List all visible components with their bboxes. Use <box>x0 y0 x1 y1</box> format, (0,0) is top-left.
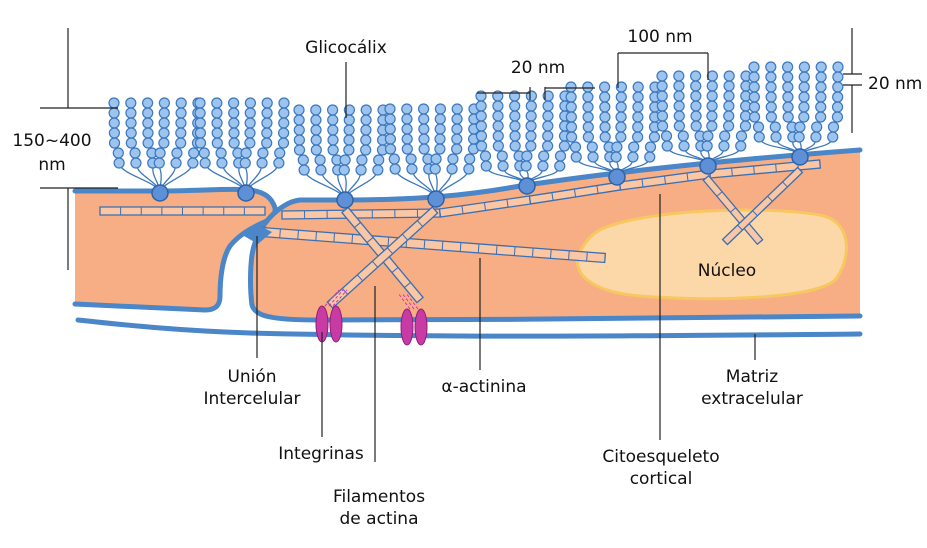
actin-label-1: Filamentos <box>333 487 425 507</box>
glycan-tree <box>475 90 571 195</box>
glycan-tree <box>748 61 844 166</box>
glycan-tree <box>656 70 752 175</box>
junction-node <box>244 224 272 244</box>
cortical-label-2: cortical <box>630 469 693 489</box>
glycan-tree <box>384 103 480 208</box>
cortical-label-1: Citoesqueleto <box>602 447 719 467</box>
thickness-label-value: 150~400 <box>12 131 91 151</box>
nucleus-label: Núcleo <box>698 261 756 281</box>
glycan-tree <box>108 97 204 202</box>
height-20-label: 20 nm <box>868 74 922 94</box>
actin-filament-d <box>721 166 804 246</box>
glycan-tree <box>194 97 290 202</box>
thickness-label-unit: nm <box>38 155 65 175</box>
ecm-label-1: Matriz <box>726 367 778 387</box>
junction-label-1: Unión <box>227 367 276 387</box>
integrin-1 <box>315 289 348 343</box>
ecm-label-2: extracelular <box>701 389 803 409</box>
extracellular-matrix-line <box>75 317 863 339</box>
actinin-label: α-actinina <box>441 377 526 397</box>
cortical-filament-left <box>99 206 266 216</box>
spacing-100-label: 100 nm <box>627 27 692 47</box>
glycocalyx-label: Glicocálix <box>305 38 387 58</box>
junction-label-2: Intercelular <box>204 389 301 409</box>
glycan-tree <box>293 104 389 209</box>
nucleus <box>576 208 848 301</box>
glycan-tree <box>565 81 661 186</box>
actin-label-2: de actina <box>340 509 419 529</box>
integrin-2 <box>397 292 428 346</box>
right-cell-membrane <box>248 147 863 323</box>
cortical-filament-right-1 <box>281 208 441 220</box>
spacing-20-label: 20 nm <box>511 58 565 78</box>
leader-lines <box>256 62 756 462</box>
left-cell-cytoplasm <box>75 189 276 310</box>
integrins-label: Integrinas <box>278 444 364 464</box>
measurement-marks <box>40 28 862 270</box>
